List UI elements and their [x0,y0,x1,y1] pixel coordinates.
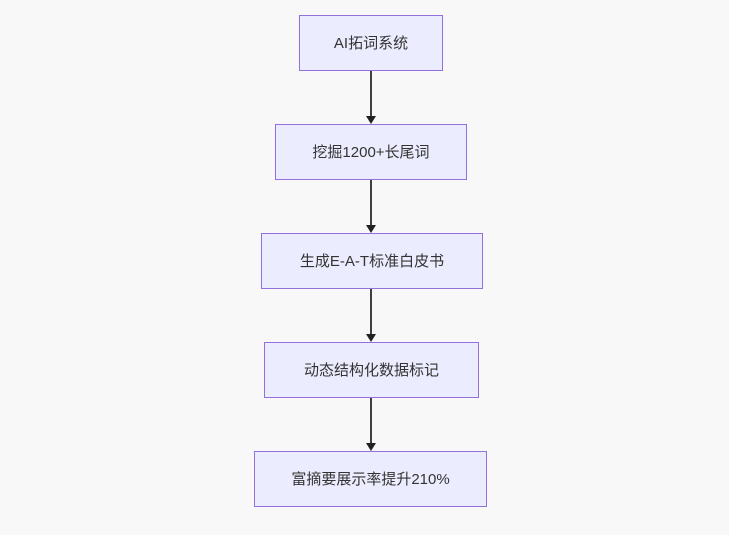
node-structured-data-markup: 动态结构化数据标记 [264,342,479,398]
edge-line [370,398,372,446]
node-longtail-mining: 挖掘1200+长尾词 [275,124,467,180]
edge-arrow-1 [365,71,377,124]
arrowhead-down-icon [366,443,376,451]
edge-arrow-2 [365,180,377,233]
edge-line [370,289,372,337]
node-label: 动态结构化数据标记 [303,361,439,379]
node-label: 生成E-A-T标准白皮书 [299,252,445,270]
edge-line [370,71,372,119]
edge-arrow-4 [365,398,377,451]
node-rich-snippet-result: 富摘要展示率提升210% [254,451,487,507]
node-label: 富摘要展示率提升210% [291,470,450,488]
edge-arrow-3 [365,289,377,342]
node-ai-keyword-system: AI拓词系统 [299,15,443,71]
node-label: AI拓词系统 [333,34,409,52]
arrowhead-down-icon [366,334,376,342]
node-eat-whitepaper: 生成E-A-T标准白皮书 [261,233,483,289]
arrowhead-down-icon [366,225,376,233]
node-label: 挖掘1200+长尾词 [312,143,430,161]
arrowhead-down-icon [366,116,376,124]
edge-line [370,180,372,228]
